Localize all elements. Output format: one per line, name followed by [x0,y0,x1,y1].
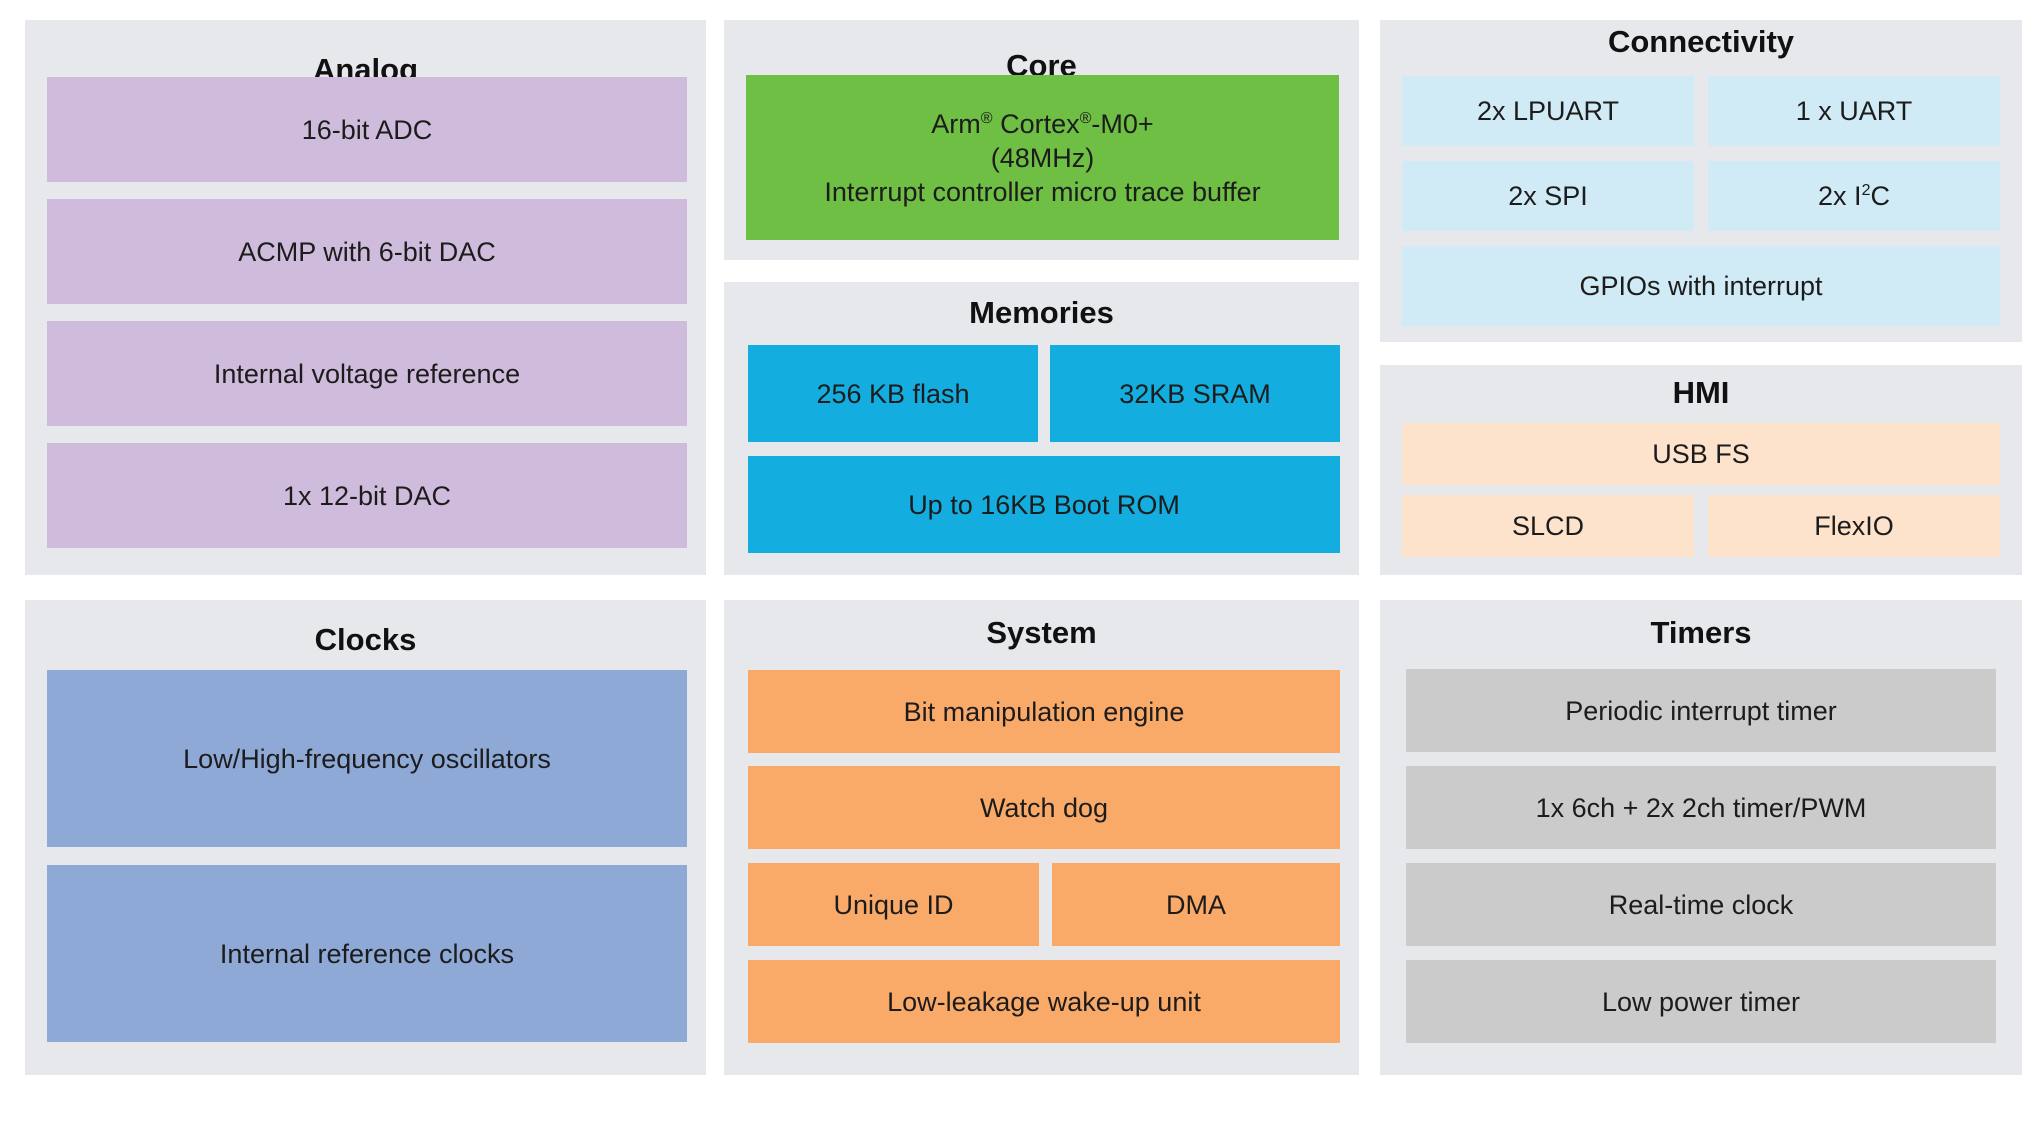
rtc-block: Real-time clock [1406,863,1996,946]
watchdog-block: Watch dog [748,766,1340,849]
dac-block: 1x 12-bit DAC [47,443,687,548]
wake-up-unit-block: Low-leakage wake-up unit [748,960,1340,1043]
memories-title: Memories [969,295,1114,330]
dma-block: DMA [1052,863,1340,946]
clocks-panel: Clocks Low/High-frequency oscillators In… [25,600,706,1075]
i2c-block: 2x I2C [1708,161,2000,231]
cpu-frequency: (48MHz) [990,142,1095,173]
hmi-panel: HMI USB FS SLCD FlexIO [1380,365,2022,575]
boot-rom-block: Up to 16KB Boot ROM [748,456,1340,553]
usb-block: USB FS [1402,423,2000,485]
analog-panel: Analog 16-bit ADC ACMP with 6-bit DAC In… [25,20,706,575]
connectivity-panel: Connectivity 2x LPUART 1 x UART 2x SPI 2… [1380,20,2022,342]
connectivity-title: Connectivity [1607,24,1795,59]
hmi-title: HMI [1672,375,1730,410]
slcd-block: SLCD [1402,495,1694,557]
unique-id-block: Unique ID [748,863,1039,946]
system-panel: System Bit manipulation engine Watch dog… [724,600,1359,1075]
core-panel: Core Arm® Cortex®-M0+ (48MHz) Interrupt … [724,20,1359,260]
low-power-timer-block: Low power timer [1406,960,1996,1043]
periodic-timer-block: Periodic interrupt timer [1406,669,1996,752]
timers-panel: Timers Periodic interrupt timer 1x 6ch +… [1380,600,2022,1075]
clocks-title: Clocks [314,622,417,657]
cpu-block: Arm® Cortex®-M0+ (48MHz) Interrupt contr… [746,75,1339,240]
sram-block: 32KB SRAM [1050,345,1340,442]
uart-block: 1 x UART [1708,76,2000,146]
oscillators-block: Low/High-frequency oscillators [47,670,687,847]
cpu-features: Interrupt controller micro trace buffer [824,176,1261,207]
flash-block: 256 KB flash [748,345,1038,442]
acmp-block: ACMP with 6-bit DAC [47,199,687,304]
spi-block: 2x SPI [1402,161,1694,231]
reference-clocks-block: Internal reference clocks [47,865,687,1042]
memories-panel: Memories 256 KB flash 32KB SRAM Up to 16… [724,282,1359,575]
lpuart-block: 2x LPUART [1402,76,1694,146]
adc-block: 16-bit ADC [47,77,687,182]
system-title: System [986,615,1097,650]
timers-title: Timers [1650,615,1752,650]
flexio-block: FlexIO [1708,495,2000,557]
voltage-reference-block: Internal voltage reference [47,321,687,426]
cpu-name: Arm® Cortex®-M0+ [931,108,1154,139]
pwm-timer-block: 1x 6ch + 2x 2ch timer/PWM [1406,766,1996,849]
gpio-block: GPIOs with interrupt [1402,246,2000,326]
bit-manipulation-block: Bit manipulation engine [748,670,1340,753]
